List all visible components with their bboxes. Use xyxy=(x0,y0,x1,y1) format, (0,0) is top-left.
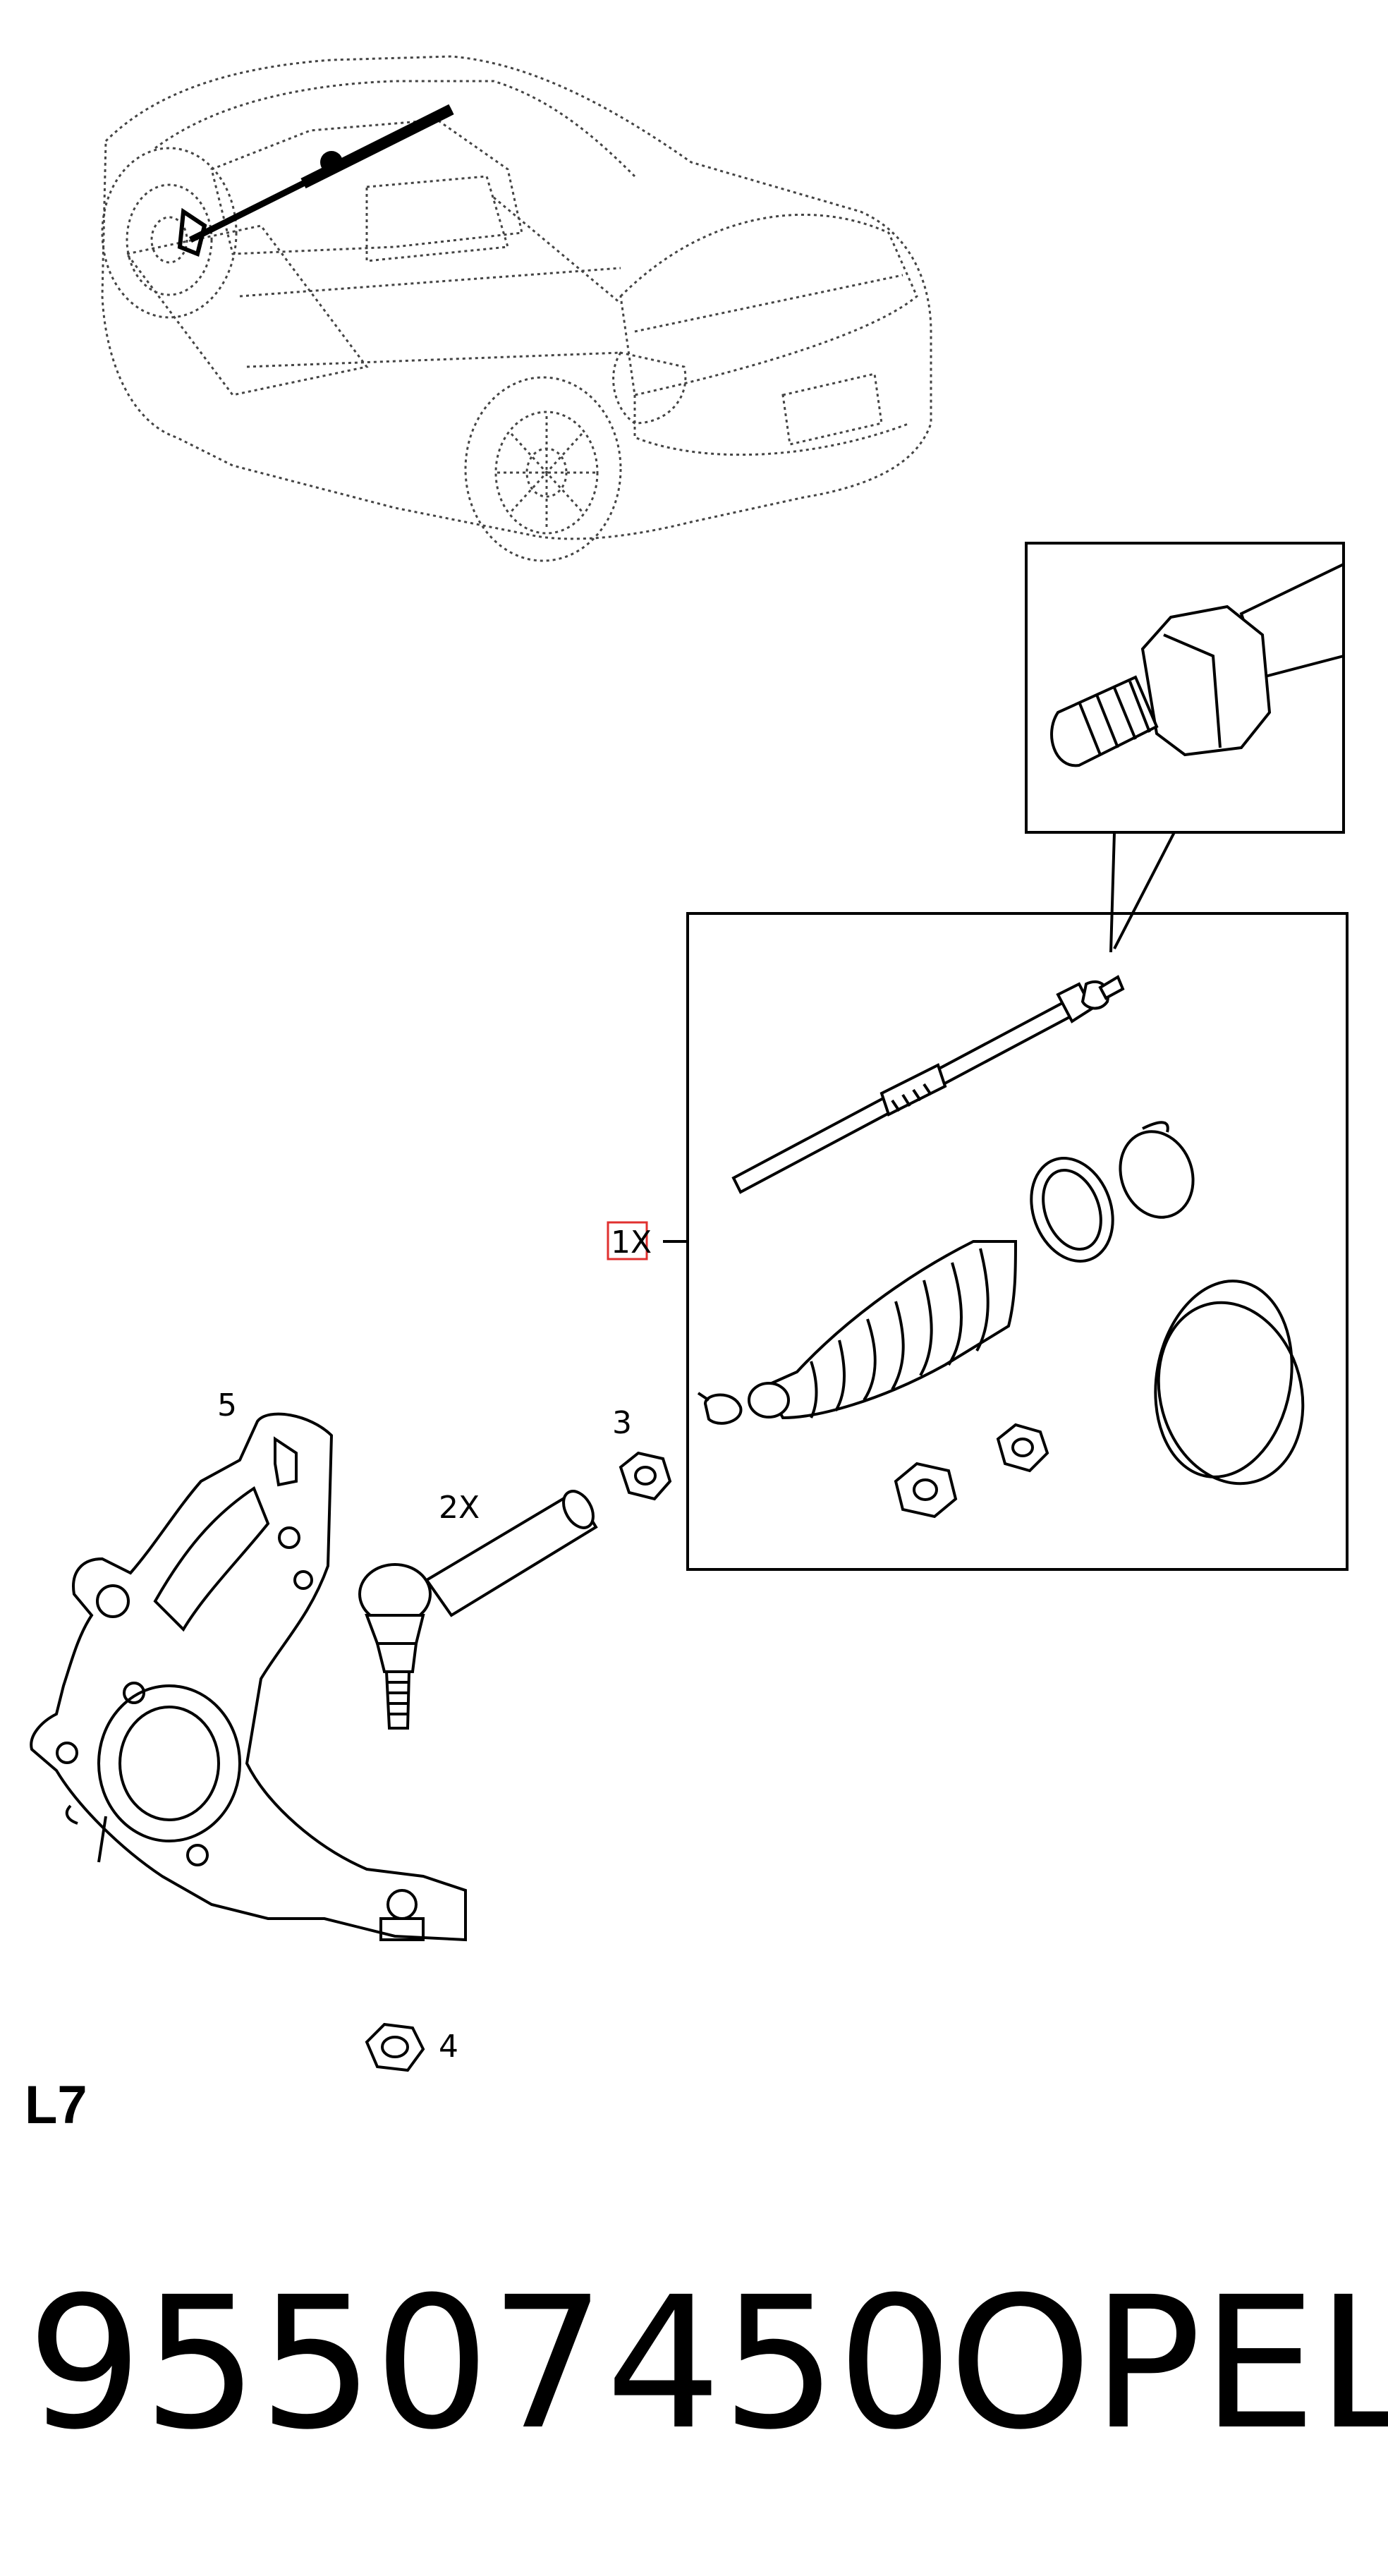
steering-knuckle-icon xyxy=(30,1412,467,1942)
part-number: 95507450 xyxy=(27,2258,953,2469)
rear-wheel-icon xyxy=(464,376,622,562)
kit-frame xyxy=(663,912,1349,1571)
callout-1-label: 1X xyxy=(611,1225,652,1260)
callout-4-label: 4 xyxy=(439,2029,458,2065)
brand-name: OPEL xyxy=(949,2258,1388,2469)
callout-2-label: 2X xyxy=(439,1490,480,1526)
inner-tie-rod-icon xyxy=(731,975,1125,1194)
vehicle-locator-illustration xyxy=(101,55,932,562)
tie-rod-end-icon xyxy=(358,1490,598,1730)
large-ring-clamp-icon xyxy=(1154,1280,1305,1486)
front-wheel-icon xyxy=(101,147,238,319)
callout-3-label: 3 xyxy=(612,1405,632,1441)
detail-inset xyxy=(1025,542,1345,953)
nut-item-4-icon xyxy=(365,2022,425,2072)
steering-gear-locator-icon xyxy=(177,104,454,257)
callout-5-label: 5 xyxy=(217,1387,237,1423)
nut-item-3-icon xyxy=(619,1451,672,1501)
callout-1-highlight xyxy=(607,1221,648,1260)
kit-nut-small-icon xyxy=(996,1423,1049,1473)
kit-nut-icon xyxy=(894,1462,958,1519)
small-clamp-icon xyxy=(697,1392,743,1425)
section-code: L7 xyxy=(25,2075,87,2135)
spring-clamp-icon xyxy=(1119,1121,1195,1219)
boot-bellows-icon xyxy=(748,1240,1018,1420)
band-clamp-icon xyxy=(1030,1157,1114,1263)
